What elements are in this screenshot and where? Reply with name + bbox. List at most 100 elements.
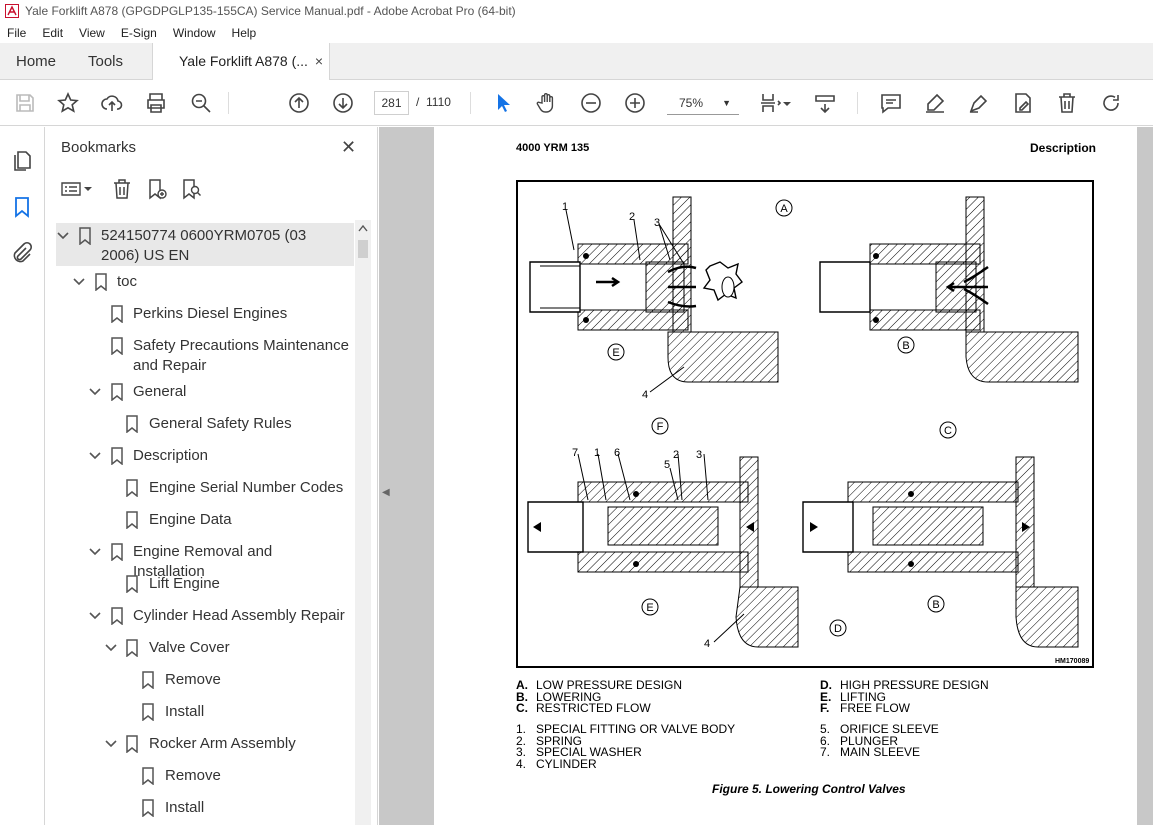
bookmark-item[interactable]: Remove bbox=[45, 766, 345, 786]
bookmark-icon bbox=[111, 337, 123, 355]
next-page-icon[interactable] bbox=[331, 91, 355, 115]
bookmark-item[interactable]: Perkins Diesel Engines bbox=[45, 304, 345, 324]
bookmark-item[interactable]: toc bbox=[45, 272, 345, 292]
chevron-down-icon[interactable] bbox=[782, 91, 792, 115]
save-icon[interactable] bbox=[13, 91, 37, 115]
bookmark-item[interactable]: Safety Precautions Maintenance and Repai… bbox=[45, 336, 349, 376]
bookmark-item[interactable]: General bbox=[45, 382, 345, 402]
edit-pdf-icon[interactable] bbox=[1011, 91, 1035, 115]
tab-document[interactable]: Yale Forklift A878 (... × bbox=[152, 43, 330, 81]
menu-help[interactable]: Help bbox=[231, 25, 257, 40]
legend-text: SPRING bbox=[536, 733, 583, 748]
chevron-down-icon[interactable] bbox=[73, 276, 85, 288]
document-viewport[interactable]: ◀ 4000 YRM 135 Description bbox=[379, 127, 1153, 825]
bookmark-icon bbox=[111, 305, 123, 323]
new-bookmark-icon[interactable] bbox=[145, 177, 169, 201]
close-tab-icon[interactable]: × bbox=[314, 53, 323, 69]
bookmark-icon bbox=[126, 479, 138, 497]
chevron-down-icon[interactable] bbox=[57, 230, 69, 242]
delete-icon[interactable] bbox=[1055, 91, 1079, 115]
page-fit-icon[interactable] bbox=[758, 91, 782, 115]
legend-text: PLUNGER bbox=[840, 733, 899, 748]
bookmark-label: Cylinder Head Assembly Repair bbox=[133, 607, 345, 624]
chevron-down-icon[interactable] bbox=[105, 642, 117, 654]
bookmark-item[interactable]: Cylinder Head Assembly Repair bbox=[45, 606, 345, 626]
callout-3-lower: 3 bbox=[696, 449, 702, 461]
chevron-down-icon[interactable] bbox=[84, 185, 92, 193]
page-number-input[interactable]: 281 bbox=[374, 91, 409, 115]
figure-drawing: A B E F C E B D 1 2 3 4 7 1 6 5 2 bbox=[527, 196, 1089, 665]
legend-text: FREE FLOW bbox=[840, 701, 911, 715]
star-icon[interactable] bbox=[56, 91, 80, 115]
chevron-down-icon[interactable] bbox=[105, 738, 117, 750]
figure-caption: Figure 5. Lowering Control Valves bbox=[712, 782, 906, 796]
bookmark-panel-icon[interactable] bbox=[10, 195, 34, 219]
page-thumbnails-icon[interactable] bbox=[10, 149, 34, 173]
legend-text: ORIFICE SLEEVE bbox=[840, 722, 939, 736]
bookmark-label: Lift Engine bbox=[149, 575, 220, 592]
bookmark-item[interactable]: Engine Data bbox=[45, 510, 345, 530]
collapse-panel-icon[interactable]: ◀ bbox=[382, 487, 390, 498]
redo-icon[interactable] bbox=[1099, 91, 1123, 115]
find-bookmark-icon[interactable] bbox=[179, 177, 203, 201]
bookmark-item[interactable]: Valve Cover bbox=[45, 638, 345, 658]
menu-file[interactable]: File bbox=[7, 25, 27, 40]
callout-4: 4 bbox=[642, 389, 648, 401]
menu-bar: File Edit View E-Sign Window Help bbox=[0, 22, 1153, 43]
options-list-icon[interactable] bbox=[59, 177, 83, 201]
zoom-level-select[interactable]: 75% ▼ bbox=[667, 91, 739, 115]
upload-cloud-icon[interactable] bbox=[100, 91, 124, 115]
highlighter-icon[interactable] bbox=[923, 91, 947, 115]
select-pointer-icon[interactable] bbox=[491, 91, 515, 115]
label-B-lower: B bbox=[932, 599, 939, 611]
zoom-in-icon[interactable] bbox=[623, 91, 647, 115]
bookmark-item[interactable]: Engine Serial Number Codes bbox=[45, 478, 345, 498]
menu-window[interactable]: Window bbox=[172, 25, 216, 40]
tab-bar: Home Tools Yale Forklift A878 (... × bbox=[0, 43, 1153, 81]
sign-pen-icon[interactable] bbox=[967, 91, 991, 115]
legend-key: C. bbox=[516, 701, 528, 715]
bookmark-item[interactable]: Remove bbox=[45, 670, 345, 690]
bookmark-item[interactable]: Rocker Arm Assembly bbox=[45, 734, 345, 754]
previous-page-icon[interactable] bbox=[287, 91, 311, 115]
hand-tool-icon[interactable] bbox=[535, 91, 559, 115]
chevron-down-icon[interactable] bbox=[89, 450, 101, 462]
menu-view[interactable]: View bbox=[79, 25, 105, 40]
chevron-down-icon[interactable] bbox=[89, 610, 101, 622]
bookmark-item[interactable]: General Safety Rules bbox=[45, 414, 345, 434]
bookmark-item[interactable]: Install bbox=[45, 798, 345, 818]
tab-home[interactable]: Home bbox=[16, 53, 57, 70]
callout-7: 7 bbox=[572, 447, 578, 459]
callout-2: 2 bbox=[629, 211, 635, 223]
bookmark-selection-highlight bbox=[56, 223, 354, 266]
legend-text: SPECIAL FITTING OR VALVE BODY bbox=[536, 722, 736, 736]
tab-tools[interactable]: Tools bbox=[88, 53, 124, 70]
chevron-down-icon[interactable] bbox=[89, 386, 101, 398]
attachment-icon[interactable] bbox=[10, 241, 34, 265]
bookmark-item[interactable]: Lift Engine bbox=[45, 574, 345, 594]
scroll-up-icon[interactable] bbox=[358, 224, 368, 232]
menu-edit[interactable]: Edit bbox=[42, 25, 64, 40]
label-B: B bbox=[902, 340, 909, 352]
delete-bookmark-icon[interactable] bbox=[110, 177, 134, 201]
legend-key: 5. bbox=[820, 722, 831, 736]
zoom-level-value: 75% bbox=[679, 96, 704, 110]
legend-text: CYLINDER bbox=[536, 756, 597, 771]
bookmark-item[interactable]: Install bbox=[45, 702, 345, 722]
zoom-out-icon[interactable] bbox=[579, 91, 603, 115]
bookmark-label: Remove bbox=[165, 767, 221, 784]
bookmark-item[interactable]: 524150774 0600YRM0705 (03 2006) US EN bbox=[45, 226, 345, 266]
label-A: A bbox=[780, 203, 788, 215]
close-icon[interactable]: ✕ bbox=[341, 137, 357, 157]
zoom-search-icon[interactable] bbox=[189, 91, 213, 115]
window-title: Yale Forklift A878 (GPGDPGLP135-155CA) S… bbox=[25, 4, 516, 18]
scroll-mode-icon[interactable] bbox=[813, 91, 837, 115]
bookmarks-scrollbar[interactable] bbox=[355, 220, 371, 825]
scrollbar-thumb[interactable] bbox=[358, 240, 368, 258]
menu-esign[interactable]: E-Sign bbox=[120, 25, 157, 40]
comment-icon[interactable] bbox=[879, 91, 903, 115]
bookmark-item[interactable]: Description bbox=[45, 446, 345, 466]
chevron-down-icon[interactable] bbox=[89, 546, 101, 558]
bookmark-item[interactable]: Engine Removal and Installation bbox=[45, 542, 345, 580]
print-icon[interactable] bbox=[144, 91, 168, 115]
